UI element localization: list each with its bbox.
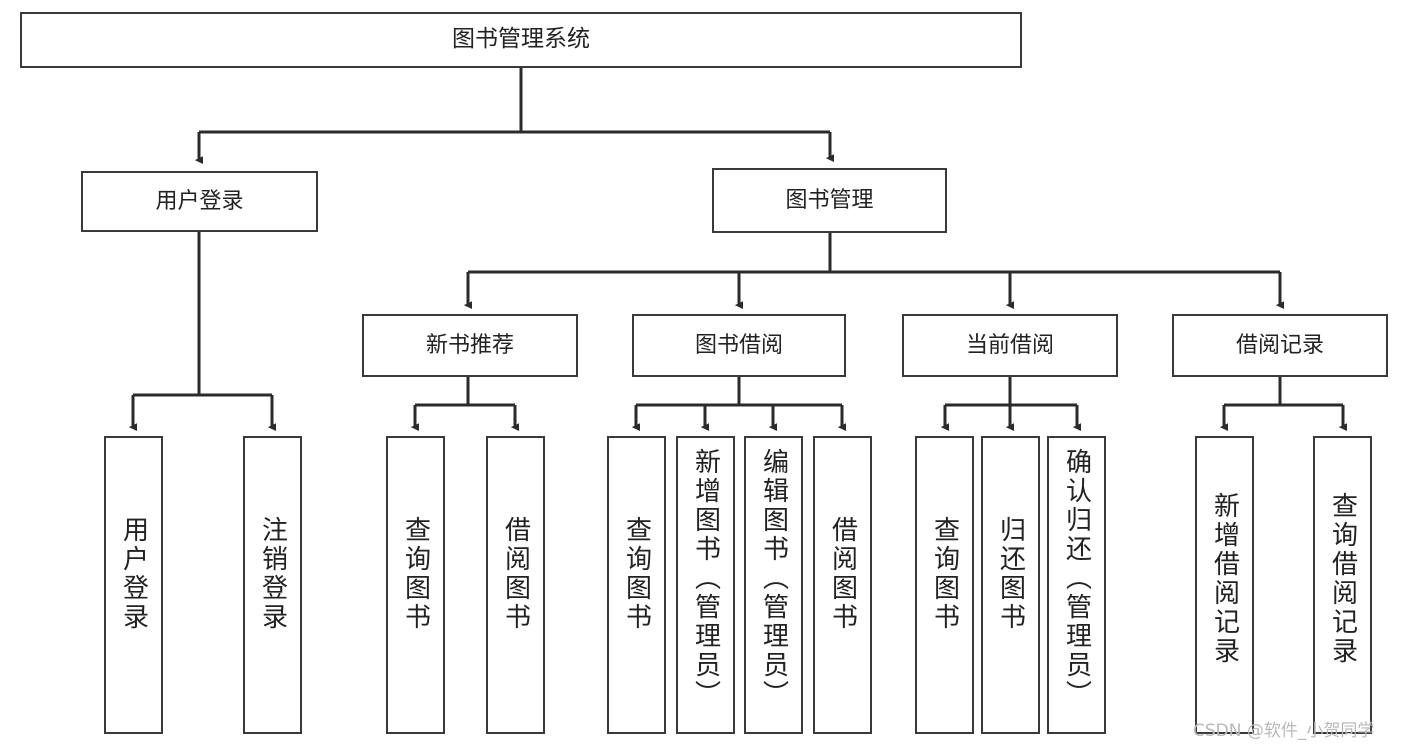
node-label: 查询图书: [929, 516, 960, 632]
node-label: 新书推荐: [425, 332, 514, 358]
node-label: 查询图书: [400, 516, 431, 632]
node-label: 图书管理系统: [452, 26, 590, 53]
node-book-borrow[interactable]: 图书借阅: [632, 314, 846, 377]
node-label: 注销登录: [257, 516, 288, 632]
node-label: 借阅图书: [500, 516, 531, 632]
node-label: 图书管理: [785, 187, 874, 213]
node-label: 查询图书: [621, 516, 652, 632]
leaf-borrow-book[interactable]: 借阅图书: [813, 436, 872, 734]
leaf-borrow-book-recommend[interactable]: 借阅图书: [486, 436, 545, 734]
node-label: 借阅图书: [827, 516, 858, 632]
node-label: 新增图书（管理员）: [690, 448, 721, 709]
node-book-management-system[interactable]: 图书管理系统: [20, 12, 1022, 68]
leaf-confirm-return-admin[interactable]: 确认归还（管理员）: [1047, 436, 1106, 734]
leaf-edit-book-admin[interactable]: 编辑图书（管理员）: [744, 436, 803, 734]
node-label: 新增借阅记录: [1209, 492, 1240, 666]
node-label: 用户登录: [155, 188, 244, 214]
leaf-query-book-borrow[interactable]: 查询图书: [607, 436, 666, 734]
leaf-return-book[interactable]: 归还图书: [981, 436, 1040, 734]
node-label: 确认归还（管理员）: [1061, 448, 1092, 709]
leaf-user-login[interactable]: 用户登录: [104, 436, 163, 734]
node-label: 编辑图书（管理员）: [758, 448, 789, 709]
node-label: 用户登录: [118, 516, 149, 632]
leaf-logout[interactable]: 注销登录: [243, 436, 302, 734]
leaf-query-book-recommend[interactable]: 查询图书: [386, 436, 445, 734]
node-current-borrow[interactable]: 当前借阅: [902, 314, 1118, 377]
node-new-book-recommend[interactable]: 新书推荐: [362, 314, 578, 377]
leaf-query-book-current[interactable]: 查询图书: [915, 436, 974, 734]
node-label: 图书借阅: [694, 332, 783, 358]
node-label: 归还图书: [995, 516, 1026, 632]
leaf-add-book-admin[interactable]: 新增图书（管理员）: [676, 436, 735, 734]
node-label: 当前借阅: [965, 332, 1054, 358]
leaf-add-borrow-record[interactable]: 新增借阅记录: [1195, 436, 1254, 734]
node-label: 查询借阅记录: [1327, 492, 1358, 666]
csdn-watermark: CSDN @软件_小贺同学: [1193, 721, 1375, 741]
node-label: 借阅记录: [1235, 332, 1324, 358]
node-user-login[interactable]: 用户登录: [81, 171, 318, 232]
node-borrow-record[interactable]: 借阅记录: [1172, 314, 1388, 377]
node-book-management[interactable]: 图书管理: [712, 168, 947, 233]
leaf-query-borrow-record[interactable]: 查询借阅记录: [1313, 436, 1372, 734]
